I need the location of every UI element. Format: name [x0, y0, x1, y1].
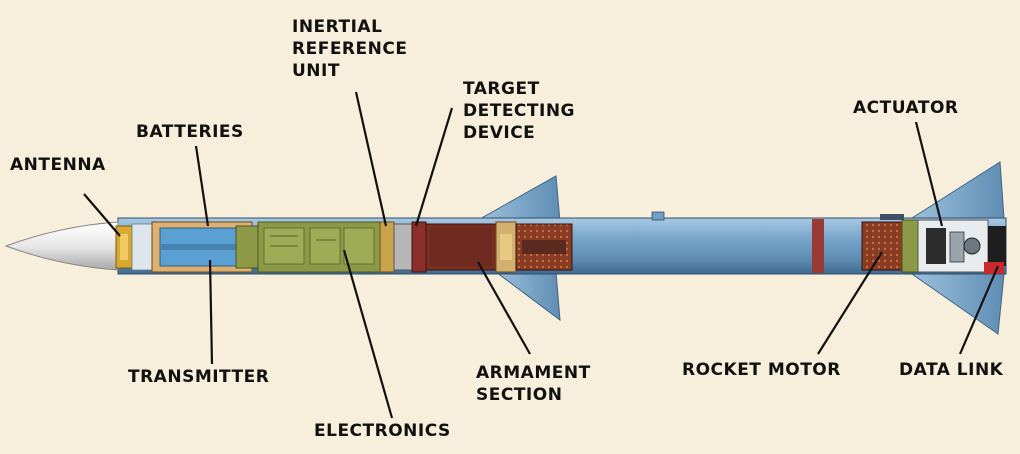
label-data-link: DATA LINK — [899, 360, 1004, 380]
body-lug — [651, 211, 665, 221]
data-link-section — [984, 262, 1004, 274]
transmitter-section — [235, 225, 259, 269]
leader-armament-section — [477, 261, 531, 355]
leader-electronics — [342, 249, 394, 419]
target-detecting-device-section — [411, 221, 427, 273]
rocket-motor-aft — [861, 221, 903, 271]
forward-fin-upper — [476, 175, 561, 223]
leader-target-detecting-device — [414, 107, 454, 227]
label-armament-section: ARMAMENT SECTION — [476, 363, 591, 405]
label-batteries: BATTERIES — [136, 122, 244, 142]
label-actuator: ACTUATOR — [853, 98, 959, 118]
leader-transmitter — [208, 259, 214, 365]
label-electronics: ELECTRONICS — [314, 421, 451, 441]
actuator-section — [901, 219, 919, 273]
nose-radome — [4, 221, 119, 271]
leader-batteries — [194, 145, 210, 227]
forward-cavity — [131, 223, 153, 271]
leader-antenna — [83, 193, 121, 237]
leader-rocket-motor — [817, 251, 883, 355]
inertial-reference-unit-section — [379, 221, 395, 273]
label-transmitter: TRANSMITTER — [128, 367, 270, 387]
leader-actuator — [914, 121, 944, 227]
label-inertial-reference-unit: INERTIAL REFERENCE UNIT — [292, 17, 408, 81]
label-rocket-motor: ROCKET MOTOR — [682, 360, 841, 380]
leader-inertial-reference-unit — [354, 91, 388, 227]
label-target-detecting-device: TARGET DETECTING DEVICE — [463, 79, 576, 143]
label-antenna: ANTENNA — [10, 155, 106, 175]
aft-lug — [880, 214, 904, 220]
tail-fin-upper — [910, 161, 1005, 219]
body-band — [812, 219, 824, 273]
leader-data-link — [958, 265, 1000, 355]
nozzle — [988, 226, 1006, 266]
